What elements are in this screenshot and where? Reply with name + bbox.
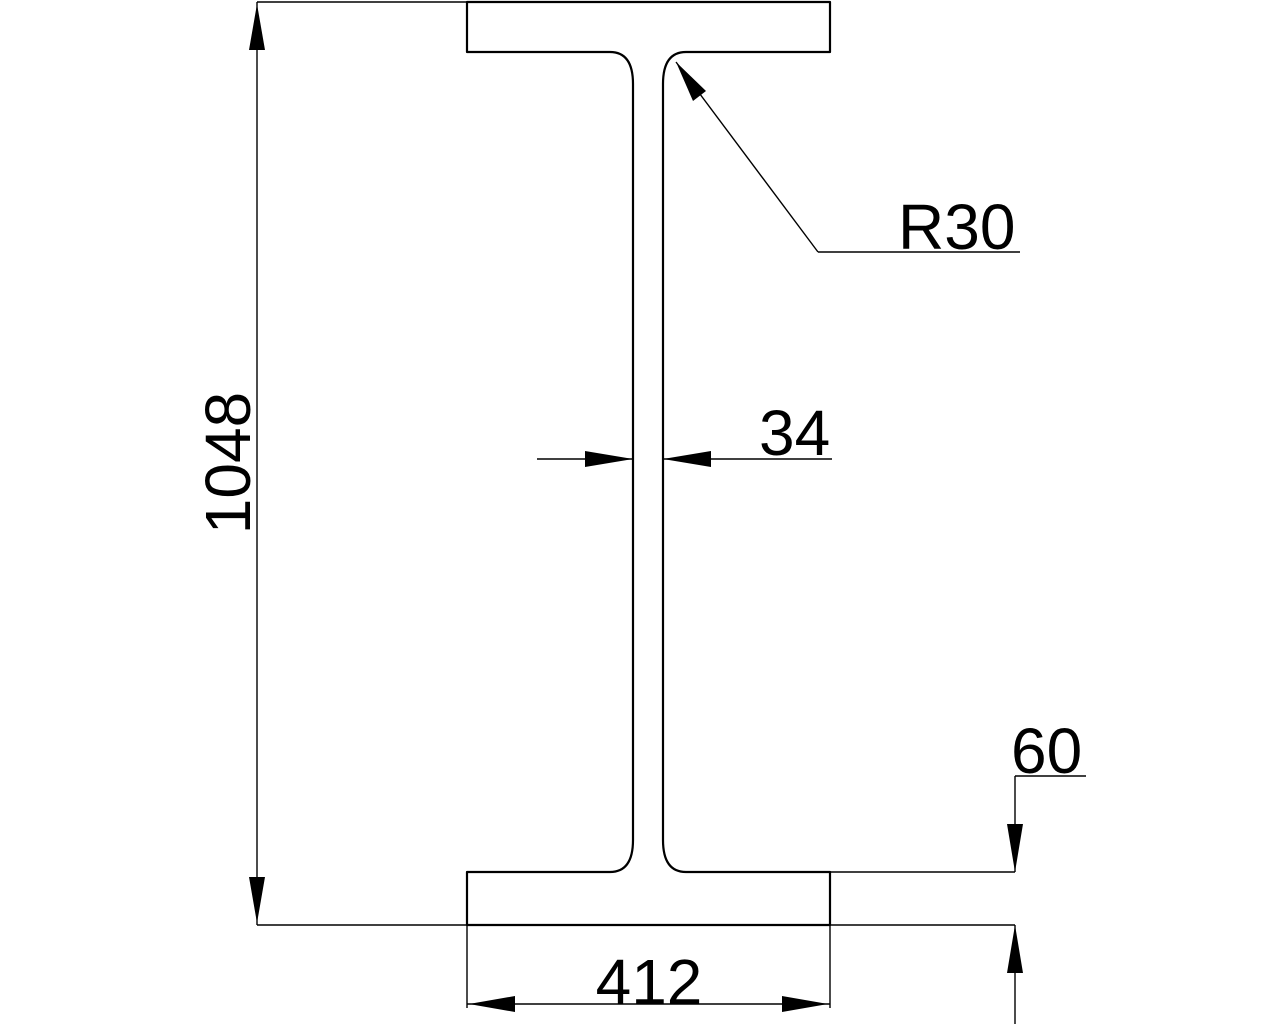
flange-arrow-top	[1007, 824, 1023, 872]
web-thickness-dimension: 34	[537, 397, 832, 469]
radius-label: R30	[898, 191, 1015, 263]
width-label: 412	[596, 946, 703, 1018]
radius-callout: R30	[675, 61, 1020, 263]
height-label: 1048	[192, 392, 264, 534]
web-arrow-right	[663, 451, 711, 467]
height-arrow-bottom	[249, 877, 265, 923]
web-arrow-left	[585, 451, 633, 467]
flange-arrow-bottom	[1007, 925, 1023, 973]
width-arrow-right	[782, 996, 828, 1012]
height-arrow-top	[249, 4, 265, 50]
height-dimension: 1048	[192, 1, 467, 926]
width-dimension: 412	[466, 925, 831, 1018]
flange-thickness-label: 60	[1011, 715, 1082, 787]
width-arrow-left	[469, 996, 515, 1012]
web-thickness-label: 34	[759, 397, 830, 469]
radius-arrow	[676, 62, 706, 101]
flange-thickness-dimension: 60	[830, 715, 1086, 1024]
